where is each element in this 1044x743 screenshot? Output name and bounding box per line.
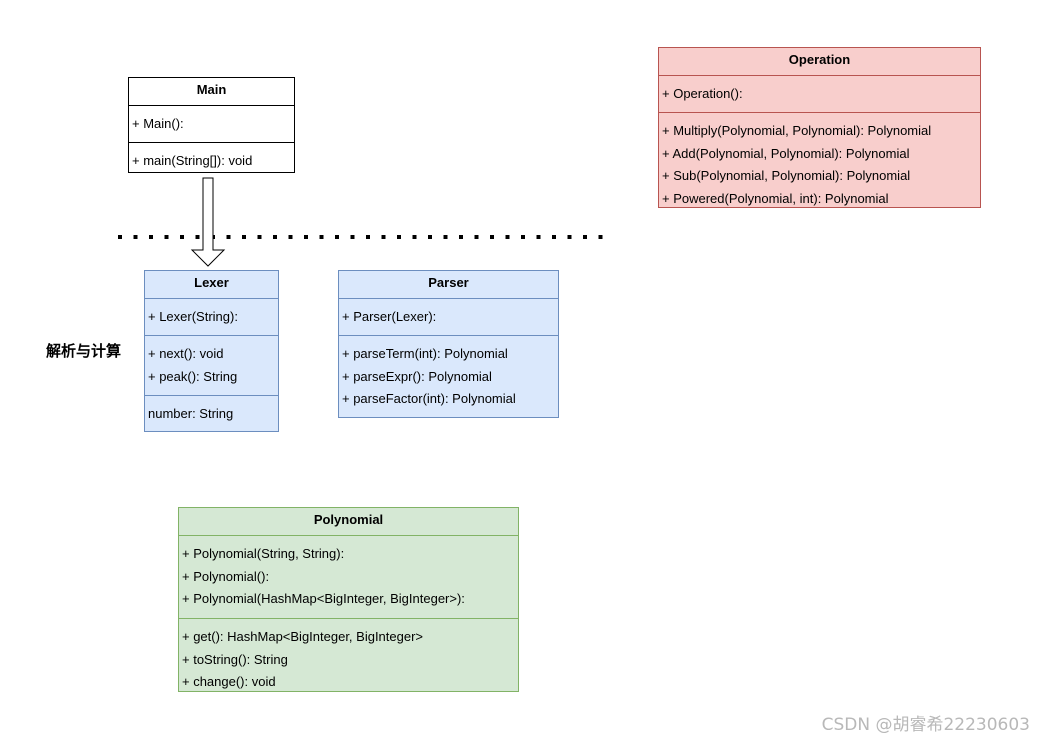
- class-member: + toString(): String: [182, 651, 288, 667]
- class-polynomial[interactable]: Polynomial + Polynomial(String, String):…: [178, 507, 519, 692]
- class-member: + Main():: [132, 116, 184, 131]
- class-main-methods: + main(String[]): void: [129, 142, 294, 173]
- class-operation-title: Operation: [788, 52, 851, 67]
- class-parser-methods: + parseTerm(int): Polynomial + parseExpr…: [339, 335, 558, 411]
- class-operation-methods: + Multiply(Polynomial, Polynomial): Poly…: [659, 112, 980, 210]
- class-member: + Multiply(Polynomial, Polynomial): Poly…: [662, 123, 932, 138]
- class-polynomial-methods: + get(): HashMap<BigInteger, BigInteger>…: [179, 618, 518, 694]
- class-lexer-title: Lexer: [194, 275, 229, 290]
- class-member: + Parser(Lexer):: [342, 309, 437, 324]
- class-member: number: String: [148, 406, 234, 421]
- class-parser-title: Parser: [428, 275, 469, 290]
- main-to-lexer-arrow: [190, 177, 226, 267]
- class-main-constructors: + Main():: [129, 105, 294, 142]
- class-member: + peak(): String: [148, 368, 238, 384]
- class-lexer-fields: number: String: [145, 395, 278, 426]
- side-label: 解析与计算: [46, 342, 122, 360]
- class-member: + parseTerm(int): Polynomial: [342, 346, 508, 361]
- class-main-title: Main: [196, 82, 227, 97]
- class-operation[interactable]: Operation + Operation(): + Multiply(Poly…: [658, 47, 981, 208]
- class-member: + Polynomial(HashMap<BigInteger, BigInte…: [182, 591, 465, 606]
- class-member: + Operation():: [662, 86, 743, 101]
- class-polynomial-title: Polynomial: [313, 512, 384, 527]
- class-member: + Add(Polynomial, Polynomial): Polynomia…: [662, 145, 910, 161]
- class-member: + parseFactor(int): Polynomial: [342, 391, 516, 406]
- class-member: + main(String[]): void: [132, 153, 253, 168]
- class-member: + Polynomial(String, String):: [182, 546, 345, 561]
- class-member: + get(): HashMap<BigInteger, BigInteger>: [182, 629, 424, 644]
- class-lexer-methods: + next(): void + peak(): String: [145, 335, 278, 395]
- class-lexer-constructors: + Lexer(String):: [145, 298, 278, 335]
- class-member: + parseExpr(): Polynomial: [342, 368, 492, 384]
- class-operation-constructors: + Operation():: [659, 75, 980, 112]
- class-lexer[interactable]: Lexer + Lexer(String): + next(): void + …: [144, 270, 279, 432]
- class-member: + Lexer(String):: [148, 309, 238, 324]
- class-main[interactable]: Main + Main(): + main(String[]): void: [128, 77, 295, 173]
- watermark: CSDN @胡睿希22230603: [821, 715, 1030, 735]
- class-parser[interactable]: Parser + Parser(Lexer): + parseTerm(int)…: [338, 270, 559, 418]
- class-member: + next(): void: [148, 346, 224, 361]
- class-member: + Sub(Polynomial, Polynomial): Polynomia…: [662, 168, 911, 183]
- class-polynomial-constructors: + Polynomial(String, String): + Polynomi…: [179, 535, 518, 618]
- class-member: + Powered(Polynomial, int): Polynomial: [662, 190, 889, 206]
- class-member: + Polynomial():: [182, 568, 270, 584]
- class-parser-constructors: + Parser(Lexer):: [339, 298, 558, 335]
- class-member: + change(): void: [182, 674, 276, 689]
